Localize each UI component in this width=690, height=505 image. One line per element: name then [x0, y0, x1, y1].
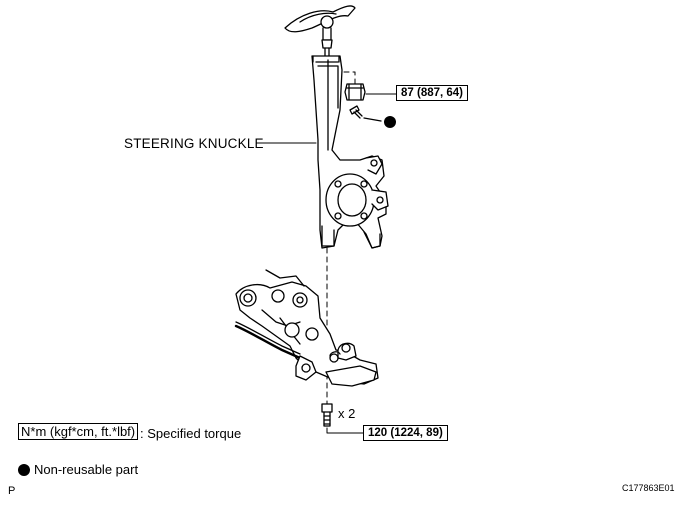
legend-torque-units: N*m (kgf*cm, ft.*lbf) — [18, 423, 139, 440]
steering-knuckle-label: STEERING KNUCKLE — [124, 136, 264, 151]
lower-suspension-assembly — [234, 269, 379, 387]
cotter-pin — [349, 105, 382, 122]
legend-torque-description: : Specified torque — [140, 426, 242, 441]
bolt-torque-leader — [326, 427, 364, 434]
steering-knuckle — [311, 55, 389, 249]
non-reusable-dot-icon — [18, 463, 30, 476]
legend-non-reusable: Non-reusable part — [18, 462, 138, 477]
torque-units-box: N*m (kgf*cm, ft.*lbf) — [18, 423, 139, 440]
upper-control-arm — [284, 5, 356, 59]
figure-code: C177863E01 — [622, 483, 675, 493]
bolt-quantity-label: x 2 — [338, 406, 356, 421]
ball-joint-bolt — [321, 403, 333, 427]
nut-torque-callout: 87 (887, 64) — [396, 85, 469, 101]
bolt-torque-callout: 120 (1224, 89) — [363, 425, 448, 441]
non-reusable-label: Non-reusable part — [34, 462, 139, 477]
non-reusable-marker — [384, 116, 396, 128]
castle-nut — [344, 83, 366, 101]
page-letter: P — [8, 485, 16, 497]
